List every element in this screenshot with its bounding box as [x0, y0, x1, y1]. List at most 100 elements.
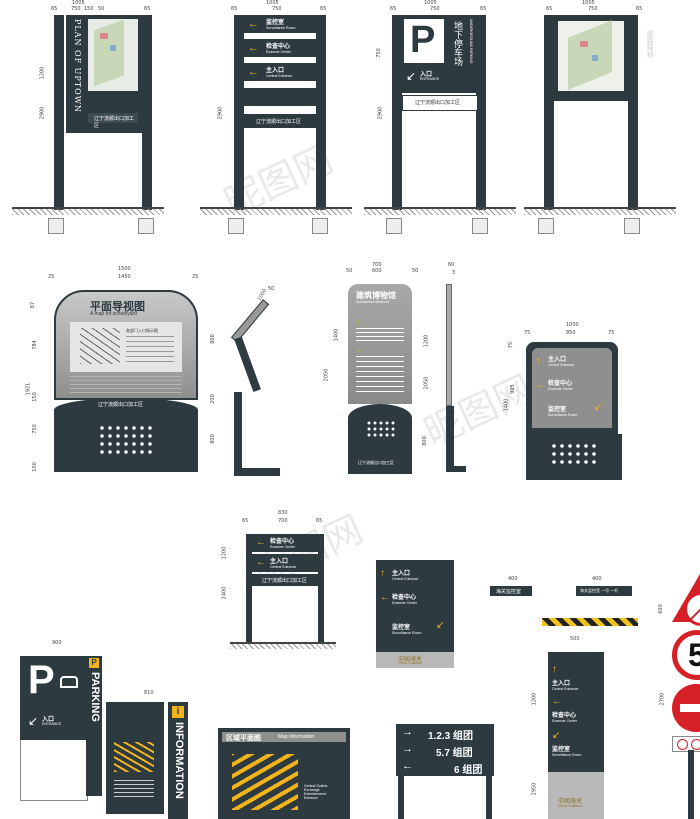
- ground-hatch: [524, 209, 676, 215]
- dimension-label: 750: [272, 6, 282, 12]
- post-left: [544, 15, 554, 210]
- ground-line: [524, 207, 676, 209]
- banner: 辽宁流顺出口加工区: [402, 95, 478, 111]
- directory-base: [526, 434, 622, 480]
- tower-subtitle: Architecture Museum: [356, 300, 390, 304]
- kiosk-side-view: 1000 50 800 200 800: [210, 286, 284, 481]
- map-post-sign-alt: 1005 65 750 65 道路规划: [520, 0, 680, 238]
- small-post-sign: 830 65 700 65 1200 2400 ← 检查中心 Examine C…: [220, 510, 340, 655]
- dimension-label: 60: [448, 262, 455, 268]
- parking-letter: P: [28, 658, 55, 702]
- directory-label: 主入口: [548, 357, 567, 363]
- dimension-label: 830: [278, 510, 288, 516]
- post-right: [628, 15, 638, 210]
- text-lines: [356, 356, 404, 396]
- dimension-label: 65: [390, 6, 397, 12]
- map-information-sign: 区域平面图 Map Information Central Outlets Ex…: [214, 724, 354, 819]
- board-label: 主入口: [270, 559, 289, 565]
- no-entry-icon: [672, 684, 700, 732]
- dimension-label: 900: [52, 640, 62, 646]
- dimension-label: 600: [372, 268, 382, 274]
- parking-board: P ↙ 入口 ENTRANCE 地下停车场 UNDERGROUND PARKIN…: [402, 15, 476, 93]
- wall-panel-sign: ↑ 主入口 Central Entrance ← 检查中心 Examine Ce…: [376, 560, 454, 692]
- direction-board: ← 检查中心 Examine Center: [244, 39, 316, 57]
- map-area: [232, 754, 298, 810]
- banner: 辽宁流顺出口加工区: [88, 113, 138, 129]
- dimension-label: 1500: [118, 266, 131, 272]
- info-strip: i INFORMATION: [168, 702, 188, 819]
- ground-hatch: [364, 209, 516, 215]
- tower-footer: 中国海关 China Customs: [548, 772, 604, 819]
- dimension-label: 2050: [323, 368, 330, 382]
- footing: [138, 218, 154, 234]
- dimension-label: 700: [372, 262, 382, 268]
- dimension-label: 400: [508, 576, 518, 582]
- dimension-label: 150: [84, 6, 94, 12]
- panel-label: 检查中心: [392, 595, 417, 601]
- directory-sign: 1000 850 75 75 75 905 1400 ↑ 主入口 Central…: [503, 322, 624, 484]
- group-label: 6 组团: [454, 765, 483, 776]
- plate-text: 海关监控室 一号 一杆: [580, 588, 619, 593]
- dimension-label: 65: [636, 6, 643, 12]
- info-icon: i: [172, 706, 184, 718]
- arrow-down-left-icon: ↙: [28, 714, 39, 728]
- map-post-sign: 1005 65 750 150 50 65 1200 2900 PLAN OF …: [8, 0, 168, 238]
- dimension-label: 65: [480, 6, 487, 12]
- dimension-label: 750: [375, 48, 382, 58]
- dimension-label: 150: [31, 392, 38, 402]
- group-board: → 1.2.3 组团 → 5.7 组团 ← 6 组团: [396, 724, 494, 776]
- kiosk-base: [54, 410, 198, 472]
- door-plate: 400 海关监控室: [488, 576, 536, 600]
- board-label: 检查中心: [270, 539, 295, 545]
- map-frame: 区域平面图 Map Information Central Outlets Ex…: [218, 728, 350, 819]
- vertical-title: PLAN OF UPTOWN: [73, 19, 82, 113]
- info-panel: [106, 702, 164, 814]
- footing: [538, 218, 554, 234]
- tower-label: 检查中心: [552, 713, 577, 719]
- arrow-down-left-icon: ↙: [406, 69, 417, 83]
- arrow-left-icon: ←: [256, 537, 266, 548]
- dimension-label: 400: [592, 576, 602, 582]
- dimension-label: 1005: [582, 0, 595, 6]
- dimension-label: 25: [48, 274, 55, 280]
- dimension-label: 810: [144, 690, 154, 696]
- map-image: [558, 20, 624, 91]
- information-sign: 810 i INFORMATION: [104, 690, 194, 819]
- parking-vertical-label: PARKING: [89, 672, 101, 722]
- post-right: [142, 15, 152, 210]
- dimension-label: 50: [98, 6, 105, 12]
- text-lines: [356, 328, 404, 342]
- parking-icon: P: [89, 658, 99, 668]
- blank-board: [244, 88, 316, 106]
- dimension-label: 2900: [377, 106, 384, 120]
- banner-text: 辽宁流顺出口加工区: [262, 578, 308, 584]
- panel-sublabel: Surveillance Room: [392, 631, 422, 635]
- dimension-label: 2050: [423, 376, 430, 390]
- vent-grid: [550, 442, 598, 464]
- dimension-label: 1200: [221, 546, 228, 560]
- direction-board: ← 主入口 Central Entrance: [252, 554, 318, 572]
- post-right: [318, 534, 324, 644]
- dimension-label: 75: [508, 341, 515, 349]
- tower-base: 辽宁流顺出口加工区: [348, 404, 412, 474]
- entrance-label: 入口: [42, 717, 55, 723]
- legend-item: Entertainment: [304, 792, 326, 796]
- dimension-label: 2700: [659, 692, 666, 706]
- dimension-label: 800: [209, 434, 216, 444]
- dimension-label: 3: [452, 270, 456, 276]
- supplementary-plate: [672, 736, 700, 752]
- arrow-down-left-icon: ↙: [552, 730, 561, 741]
- dimension-label: 65: [316, 518, 323, 524]
- tower-panel: ↑ 主入口 Central Entrance ← 检查中心 Examine Ce…: [548, 652, 604, 772]
- dimension-label: 1450: [118, 274, 131, 280]
- footing: [48, 218, 64, 234]
- tilted-panel: [230, 299, 270, 343]
- dimension-label: 1200: [531, 692, 538, 706]
- dimension-label: 65: [51, 6, 58, 12]
- dimension-label: 750: [588, 6, 598, 12]
- arrow-up-icon: ↑: [380, 568, 385, 579]
- ground-line: [12, 207, 164, 209]
- arrow-right-icon: →: [402, 726, 413, 738]
- dimension-label: 50: [412, 268, 419, 274]
- kiosk-top-panel: 平面导视图 A map for schoolyard 各部门入口指示图: [54, 290, 198, 400]
